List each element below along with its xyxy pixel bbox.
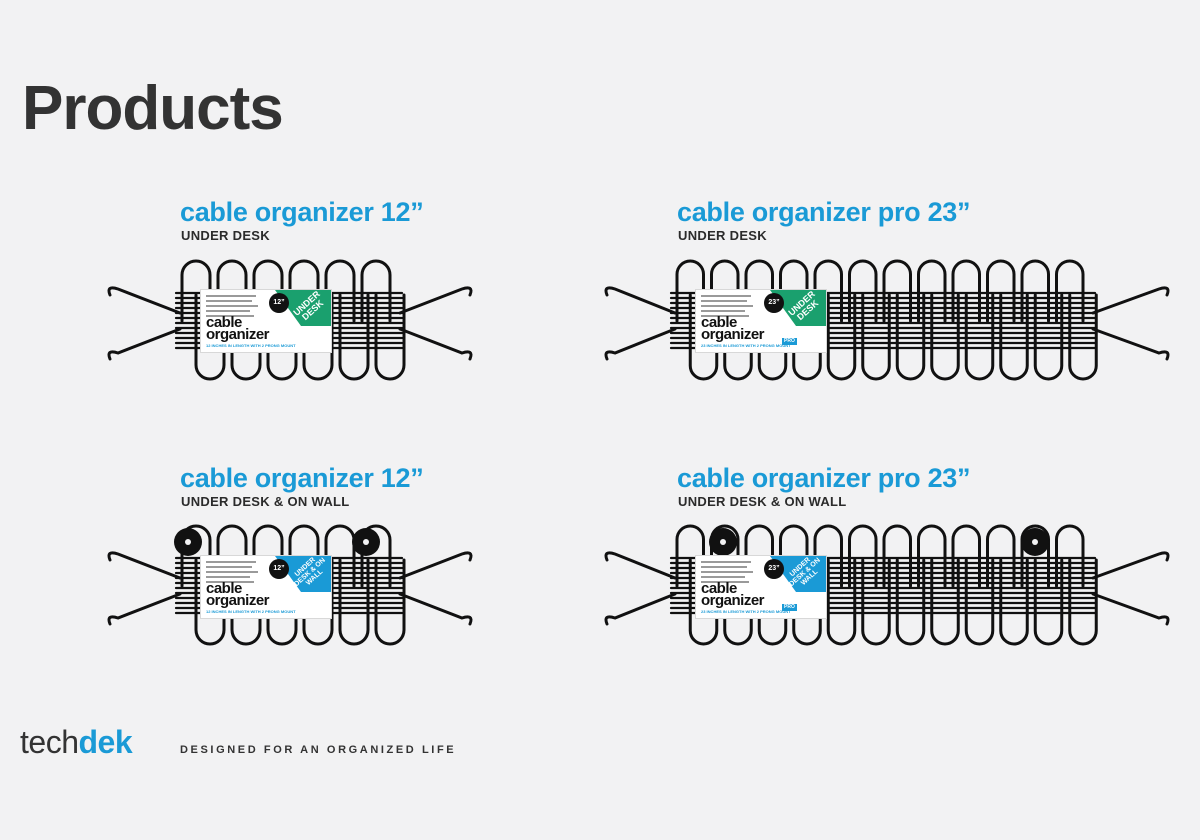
label-accent: [275, 556, 331, 592]
label-word-cable: cable: [206, 580, 242, 597]
label-word-organizer: organizer: [701, 326, 765, 343]
label-accent: [770, 556, 826, 592]
size-badge: 12”: [269, 559, 289, 579]
product-name: cable organizer pro 23”: [677, 197, 971, 227]
package-label: 23” UNDER DESK & ON WALL cable organizer…: [695, 555, 827, 619]
wall-mount-disc-icon: [709, 528, 737, 556]
size-badge: 23”: [764, 293, 784, 313]
label-word-organizer: organizer: [206, 592, 270, 609]
package-label: 12” UNDER DESK & ON WALL cable organizer…: [200, 555, 332, 619]
product-subtitle: UNDER DESK: [181, 228, 270, 243]
package-label: 12” UNDER DESK cable organizer 12 INCHES…: [200, 289, 332, 353]
product-name: cable organizer 12”: [180, 197, 424, 227]
size-badge: 23”: [764, 559, 784, 579]
package-label: 23” UNDER DESK cable organizer PRO 23 IN…: [695, 289, 827, 353]
label-word-cable: cable: [206, 314, 242, 331]
logo-tech: tech: [20, 724, 79, 760]
label-word-organizer: organizer: [206, 326, 270, 343]
label-word-cable: cable: [701, 314, 737, 331]
product-name: cable organizer 12”: [180, 463, 424, 493]
product-name: cable organizer pro 23”: [677, 463, 971, 493]
brand-tagline: DESIGNED FOR AN ORGANIZED LIFE: [180, 744, 457, 756]
cable-organizer-rack-icon: [604, 259, 1170, 381]
label-footnote: 23 INCHES IN LENGTH WITH 2 PRONG MOUNT: [701, 609, 791, 614]
page-title: Products: [22, 74, 284, 143]
wall-mount-disc-icon: [352, 528, 380, 556]
label-footnote: 12 INCHES IN LENGTH WITH 2 PRONG MOUNT: [206, 343, 296, 348]
techdek-logo: techdek: [20, 724, 133, 760]
logo-dek: dek: [78, 724, 133, 760]
pro-chip: PRO: [782, 604, 797, 611]
wall-mount-disc-icon: [174, 528, 202, 556]
size-badge: 12”: [269, 293, 289, 313]
label-footnote: 12 INCHES IN LENGTH WITH 2 PRONG MOUNT: [206, 609, 296, 614]
label-accent: [275, 290, 331, 326]
product-subtitle: UNDER DESK: [678, 228, 767, 243]
cable-organizer-rack-icon: [604, 524, 1170, 646]
label-accent: [770, 290, 826, 326]
product-subtitle: UNDER DESK & ON WALL: [181, 494, 350, 509]
label-word-organizer: organizer: [701, 592, 765, 609]
pro-chip: PRO: [782, 338, 797, 345]
label-word-cable: cable: [701, 580, 737, 597]
product-subtitle: UNDER DESK & ON WALL: [678, 494, 847, 509]
label-footnote: 23 INCHES IN LENGTH WITH 2 PRONG MOUNT: [701, 343, 791, 348]
wall-mount-disc-icon: [1021, 528, 1049, 556]
